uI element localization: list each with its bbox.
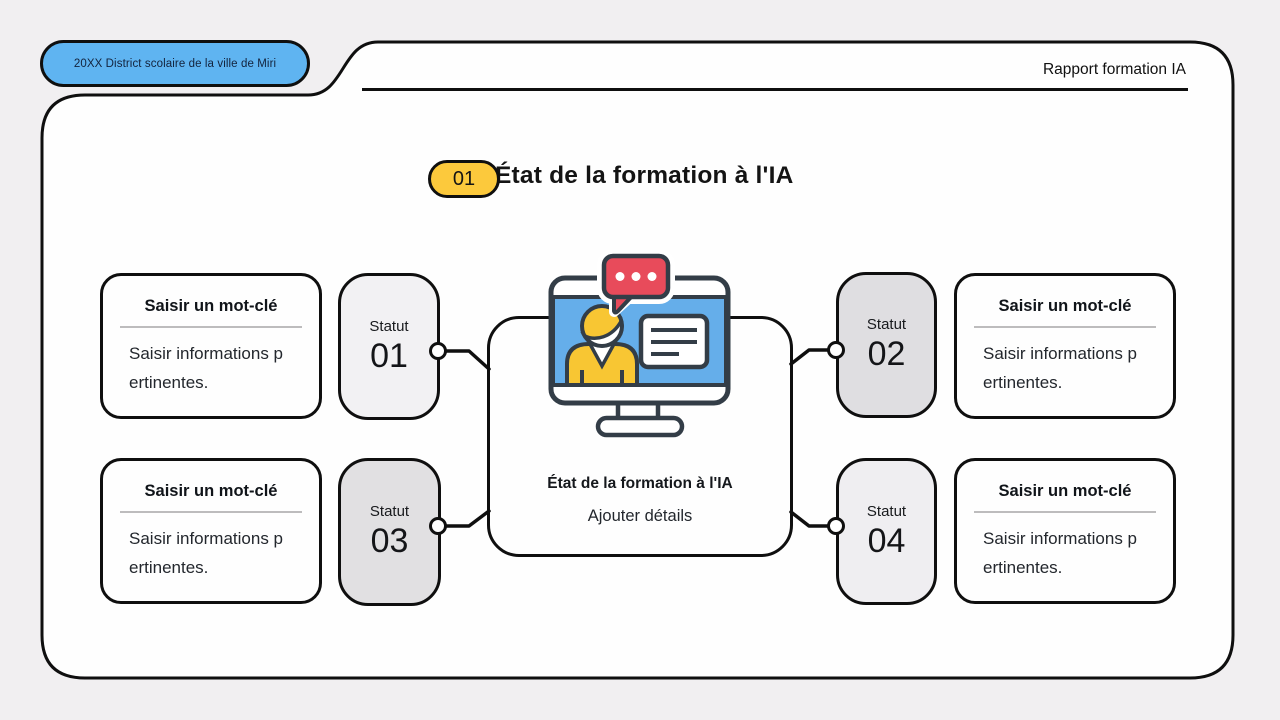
status-label: Statut [369, 317, 409, 335]
section-title[interactable]: État de la formation à l'IA [495, 162, 794, 189]
monitor-presenter-illustration [548, 250, 731, 438]
text-card-icon [638, 313, 710, 370]
speech-bubble-icon [597, 250, 675, 317]
keyword-card-top-right[interactable]: Saisir un mot-clé Saisir informations p … [954, 273, 1176, 419]
status-label: Statut [866, 502, 907, 520]
keyword-body[interactable]: Saisir informations p ertinentes. [129, 529, 284, 577]
status-number: 04 [867, 521, 906, 560]
keyword-card-bottom-left[interactable]: Saisir un mot-clé Saisir informations p … [100, 458, 322, 604]
status-label: Statut [866, 316, 907, 333]
keyword-body[interactable]: Saisir informations p ertinentes. [129, 344, 284, 392]
keyword-card-bottom-right[interactable]: Saisir un mot-clé Saisir informations p … [954, 458, 1176, 604]
header-divider [362, 88, 1188, 91]
section-number-pill[interactable]: 01 [428, 160, 500, 198]
keyword-divider [974, 511, 1156, 513]
status-number: 03 [370, 522, 409, 560]
district-badge-label: 20XX District scolaire de la ville de Mi… [73, 57, 277, 70]
keyword-divider [120, 326, 302, 328]
district-badge[interactable]: 20XX District scolaire de la ville de Mi… [40, 40, 310, 87]
keyword-title[interactable]: Saisir un mot-clé [144, 482, 278, 500]
center-topic-title[interactable]: État de la formation à l'IA [547, 475, 733, 492]
keyword-title[interactable]: Saisir un mot-clé [998, 297, 1132, 315]
status-card-02[interactable]: Statut 02 [836, 272, 937, 418]
keyword-body[interactable]: Saisir informations p ertinentes. [983, 344, 1138, 392]
status-label: Statut [369, 503, 410, 520]
center-topic-subtitle[interactable]: Ajouter détails [587, 507, 693, 525]
section-number: 01 [452, 167, 476, 190]
status-number: 02 [867, 335, 906, 373]
keyword-divider [974, 326, 1156, 328]
status-card-04[interactable]: Statut 04 [836, 458, 937, 605]
keyword-card-top-left[interactable]: Saisir un mot-clé Saisir informations p … [100, 273, 322, 419]
report-title: Rapport formation IA [1042, 61, 1186, 78]
keyword-body[interactable]: Saisir informations p ertinentes. [983, 529, 1138, 577]
status-card-03[interactable]: Statut 03 [338, 458, 441, 606]
status-number: 01 [370, 336, 408, 375]
keyword-title[interactable]: Saisir un mot-clé [144, 297, 278, 315]
keyword-divider [120, 511, 302, 513]
monitor-stand-icon [595, 405, 685, 438]
status-card-01[interactable]: Statut 01 [338, 273, 440, 420]
keyword-title[interactable]: Saisir un mot-clé [998, 482, 1132, 500]
